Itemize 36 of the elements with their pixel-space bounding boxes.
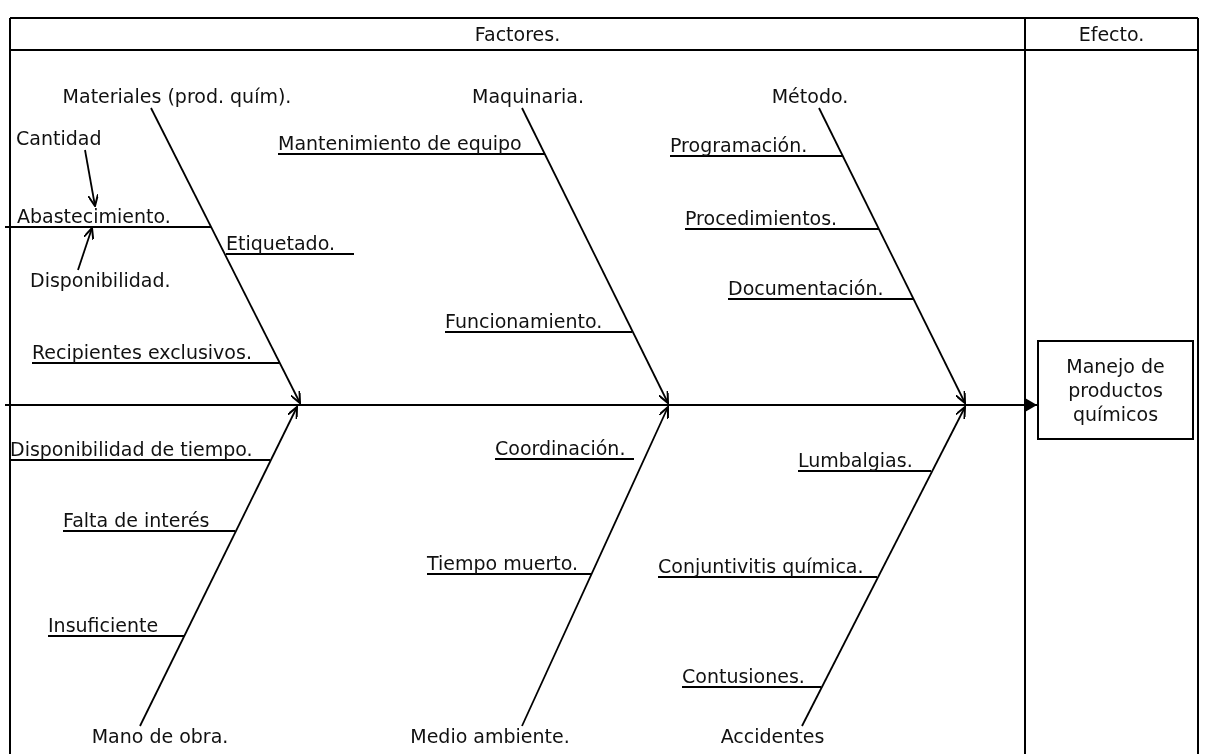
sub-cause-label: Disponibilidad.: [30, 270, 180, 292]
bone-arrow: [521, 406, 669, 727]
cause-label: Tiempo muerto.: [427, 553, 591, 575]
category-label: Materiales (prod. quím).: [52, 86, 302, 108]
cause-label: Contusiones.: [682, 666, 821, 688]
bone-arrow: [818, 107, 966, 404]
category-label: Accidentes: [715, 726, 830, 748]
cause-label: Etiquetado.: [226, 233, 354, 255]
cause-label: Recipientes exclusivos.: [32, 342, 279, 364]
category-label: Mano de obra.: [85, 726, 235, 748]
cause-label: Documentación.: [728, 278, 913, 300]
arrow: [4, 398, 1038, 412]
cause-label: Coordinación.: [495, 438, 634, 460]
cause-label: Falta de interés: [63, 510, 235, 532]
cause-label: Procedimientos.: [685, 208, 879, 230]
cause-label: Mantenimiento de equipo: [278, 133, 545, 155]
cause-label: Lumbalgias.: [798, 450, 931, 472]
cause-label: Abastecimiento.: [5, 206, 211, 228]
arrow: [84, 149, 99, 207]
column-header: Efecto.: [1078, 23, 1145, 45]
bone-arrow: [139, 406, 298, 727]
sub-cause-label: Cantidad: [16, 128, 111, 150]
effect-box: Manejo de productos químicos: [1037, 340, 1194, 440]
cause-label: Funcionamiento.: [445, 311, 632, 333]
cause-label: Insuficiente: [48, 615, 184, 637]
category-label: Maquinaria.: [468, 86, 588, 108]
bone-arrow: [521, 107, 669, 404]
column-header: Factores.: [474, 23, 561, 45]
bone-arrow: [150, 107, 301, 404]
cause-label: Disponibilidad de tiempo.: [10, 439, 270, 461]
bone-arrow: [801, 406, 966, 727]
cause-label: Programación.: [670, 135, 843, 157]
category-label: Medio ambiente.: [405, 726, 575, 748]
arrow: [77, 227, 95, 271]
category-label: Método.: [765, 86, 855, 108]
cause-label: Conjuntivitis química.: [658, 556, 877, 578]
